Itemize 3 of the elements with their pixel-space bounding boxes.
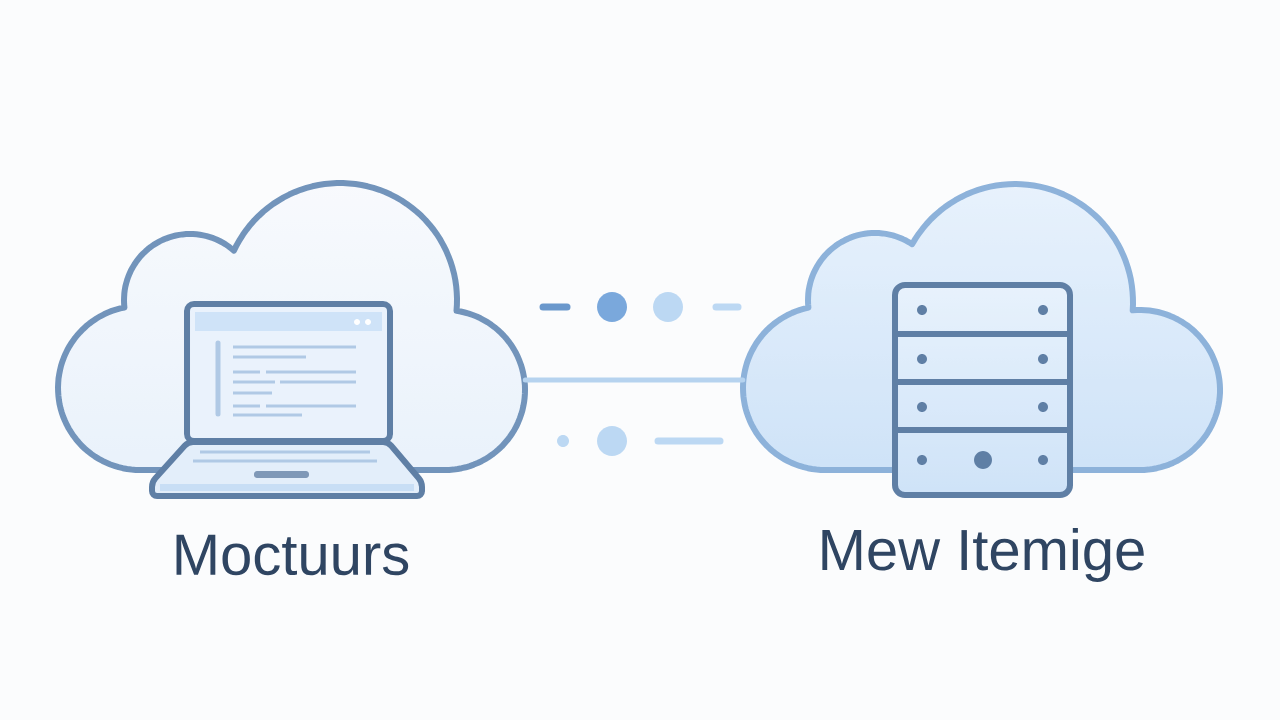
cloud-label: Moctuurs bbox=[176, 534, 409, 576]
connector-line bbox=[522, 377, 746, 383]
cloud-label: Mew Itemige bbox=[822, 527, 1144, 583]
